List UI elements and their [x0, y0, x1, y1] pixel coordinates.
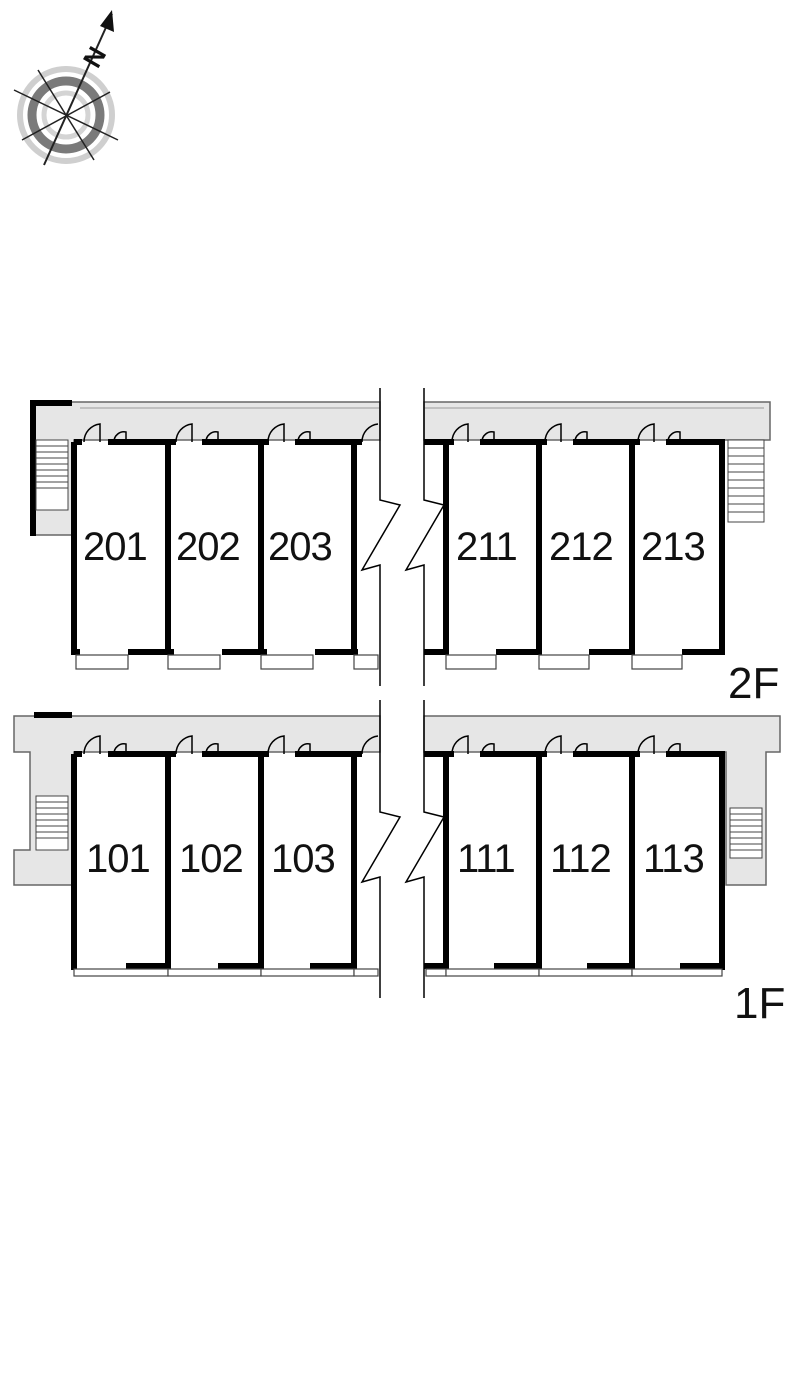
break-line-1f	[360, 700, 446, 998]
unit-label: 201	[83, 525, 147, 569]
balconies-2f	[75, 654, 683, 670]
staircase-1f-left	[35, 795, 69, 851]
corridor-2f-left	[33, 401, 381, 536]
floor-1f: 101 102 103 111 112 113 1F	[13, 700, 785, 1028]
staircase-1f-right	[729, 807, 763, 859]
unit-label: 112	[550, 837, 611, 881]
unit-label: 211	[456, 525, 517, 569]
unit-label: 203	[268, 525, 332, 569]
unit-label: 212	[549, 525, 613, 569]
units-1f-right-walls	[424, 751, 725, 970]
unit-label: 101	[86, 837, 150, 881]
break-line-2f	[360, 388, 446, 686]
units-1f-left-walls	[71, 751, 362, 970]
staircase-2f-right	[727, 439, 765, 523]
doors-2f	[83, 423, 681, 443]
unit-label: 213	[641, 525, 705, 569]
unit-label: 111	[457, 837, 515, 881]
compass-north-label: N	[77, 41, 112, 72]
unit-label: 113	[643, 837, 704, 881]
units-2f-right-walls	[424, 439, 725, 655]
doors-1f	[83, 735, 681, 755]
north-arrow-compass-icon: N	[13, 10, 119, 166]
staircase-2f-left	[35, 439, 69, 511]
floor-label: 2F	[728, 659, 779, 708]
terraces-1f	[73, 968, 723, 977]
floor-label: 1F	[734, 979, 785, 1028]
unit-label: 202	[176, 525, 240, 569]
floor-2f: 201 202 203 211 212 213 2F	[30, 388, 779, 708]
unit-label: 102	[179, 837, 243, 881]
units-2f-left-walls	[71, 439, 362, 655]
unit-label: 103	[271, 837, 335, 881]
